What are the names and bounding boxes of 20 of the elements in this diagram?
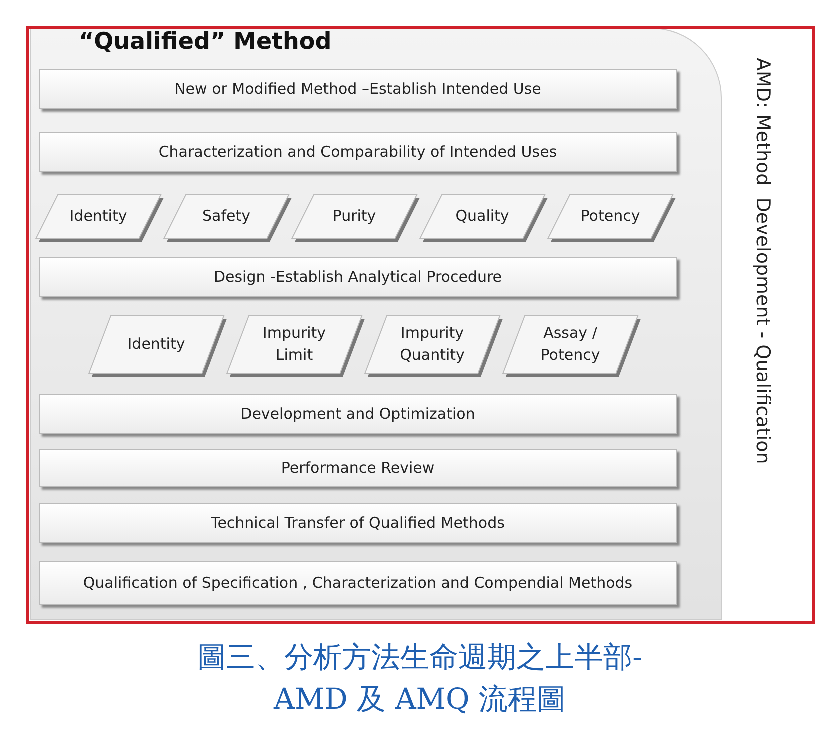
category-parallelogram: Identity [89,316,224,374]
step-bar: Design -Establish Analytical Procedure [39,257,677,297]
step-bar: Technical Transfer of Qualified Methods [39,503,677,543]
step-bar: Performance Review [39,449,677,487]
category-parallelogram: Impurity Limit [227,316,362,374]
side-label: AMD: Method Development - Qualification [752,58,774,464]
category-parallelogram: Assay / Potency [503,316,638,374]
category-parallelogram: Identity [36,195,161,239]
figure-caption: 圖三、分析方法生命週期之上半部-AMD 及 AMQ 流程圖 [196,639,644,718]
step-bar: Characterization and Comparability of Intended Uses [39,132,677,172]
step-bar: Qualification of Specification , Characterization and Compendial Methods [39,561,677,605]
method-panel [30,28,722,620]
panel-title: “Qualified” Method [79,29,332,55]
category-parallelogram: Quality [420,195,545,239]
category-parallelogram: Purity [292,195,417,239]
category-parallelogram: Safety [164,195,289,239]
category-parallelogram: Potency [548,195,673,239]
category-parallelogram: Impurity Quantity [365,316,500,374]
step-bar: New or Modified Method –Establish Intended Use [39,69,677,109]
step-bar: Development and Optimization [39,394,677,434]
